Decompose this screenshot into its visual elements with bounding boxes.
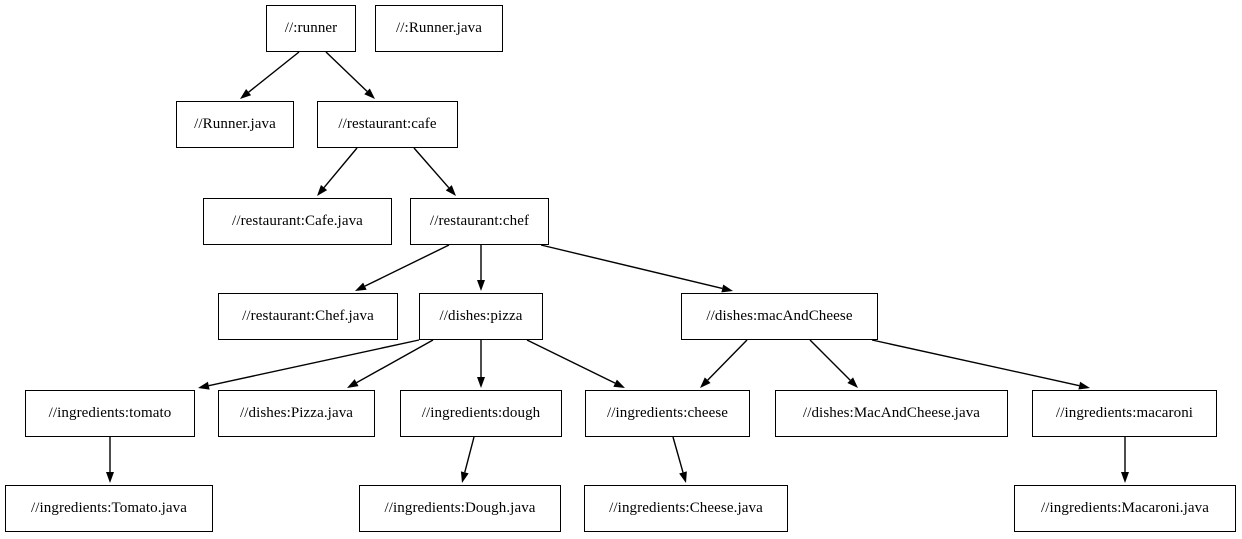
graph-node-dishes_mac[interactable]: //dishes:macAndCheese [681, 293, 878, 340]
graph-node-label: //dishes:Pizza.java [239, 405, 354, 421]
graph-node-label: //ingredients:Cheese.java [609, 500, 763, 516]
graph-node-label: //dishes:MacAndCheese.java [802, 405, 981, 421]
graph-node-runner_java[interactable]: //Runner.java [176, 101, 294, 148]
graph-node-cafe_java[interactable]: //restaurant:Cafe.java [203, 198, 392, 245]
graph-node-label: //ingredients:dough [421, 405, 541, 421]
graph-node-label: //ingredients:tomato [48, 405, 172, 421]
graph-node-label: //restaurant:chef [429, 213, 530, 229]
graph-node-label: //Runner.java [194, 116, 276, 132]
graph-node-restaurant_cafe[interactable]: //restaurant:cafe [317, 101, 458, 148]
graph-node-label: //ingredients:cheese [606, 405, 729, 421]
graph-node-label: //ingredients:Macaroni.java [1040, 500, 1210, 516]
graph-node-label: //ingredients:Tomato.java [31, 500, 187, 516]
graph-node-label: //dishes:macAndCheese [706, 308, 853, 324]
graph-node-dough_java[interactable]: //ingredients:Dough.java [359, 485, 561, 532]
graph-node-label: //:runner [284, 20, 338, 36]
graph-node-ing_macaroni[interactable]: //ingredients:macaroni [1032, 390, 1217, 437]
graph-node-label: //restaurant:Cafe.java [232, 213, 363, 229]
graph-node-label: //dishes:pizza [439, 308, 523, 324]
graph-node-label: //ingredients:Dough.java [384, 500, 536, 516]
graph-node-ing_dough[interactable]: //ingredients:dough [400, 390, 562, 437]
graph-node-dishes_pizza[interactable]: //dishes:pizza [419, 293, 543, 340]
graph-node-cheese_java[interactable]: //ingredients:Cheese.java [584, 485, 788, 532]
graph-node-label: //restaurant:cafe [338, 116, 437, 132]
graph-node-runner[interactable]: //:runner [266, 5, 356, 52]
graph-node-ing_cheese[interactable]: //ingredients:cheese [585, 390, 750, 437]
graph-node-label: //restaurant:Chef.java [242, 308, 374, 324]
graph-node-mac_java[interactable]: //dishes:MacAndCheese.java [775, 390, 1008, 437]
graph-node-macaroni_java[interactable]: //ingredients:Macaroni.java [1014, 485, 1236, 532]
graph-node-label: //:Runner.java [396, 20, 482, 36]
graph-node-pizza_java[interactable]: //dishes:Pizza.java [218, 390, 375, 437]
graph-node-ing_tomato[interactable]: //ingredients:tomato [25, 390, 195, 437]
graph-node-tomato_java[interactable]: //ingredients:Tomato.java [5, 485, 213, 532]
graph-node-runner_java_root[interactable]: //:Runner.java [375, 5, 503, 52]
graph-node-restaurant_chef[interactable]: //restaurant:chef [410, 198, 549, 245]
graph-node-chef_java[interactable]: //restaurant:Chef.java [218, 293, 398, 340]
graph-node-label: //ingredients:macaroni [1055, 405, 1194, 421]
